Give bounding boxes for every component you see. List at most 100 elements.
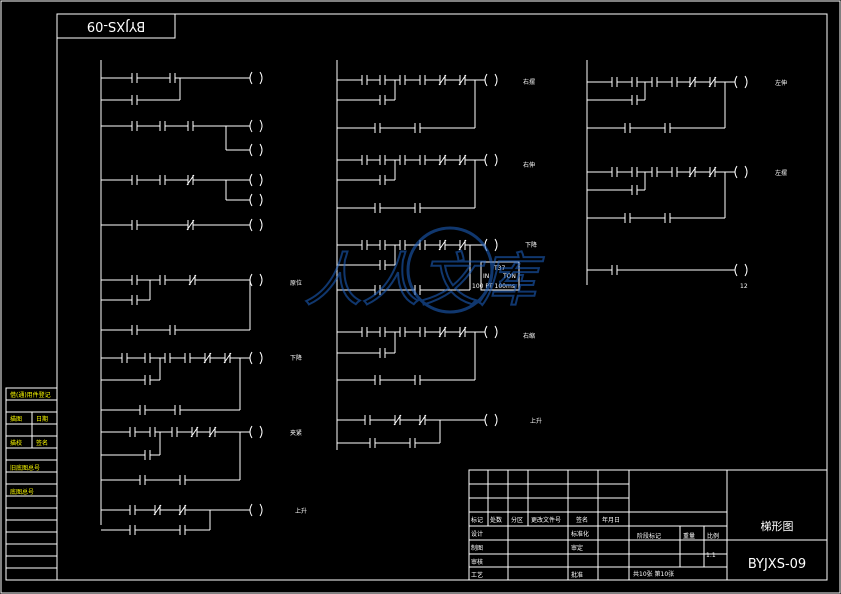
no-contact bbox=[631, 167, 638, 177]
annotation-label: 右摆 bbox=[523, 78, 535, 86]
timer-in: IN bbox=[483, 273, 489, 280]
no-contact bbox=[149, 427, 156, 437]
tb-row: 设计 bbox=[471, 530, 483, 538]
nc-contact bbox=[208, 426, 217, 438]
left-panel-label: 签名 bbox=[36, 439, 48, 447]
nc-contact bbox=[186, 174, 195, 186]
nc-contact bbox=[438, 74, 447, 86]
title-block: 标记 处数 分区 更改文件号 签名 年月日 设计 制图 审核 工艺 标准化 审定… bbox=[468, 469, 828, 581]
no-contact bbox=[139, 405, 146, 415]
no-contact bbox=[129, 525, 136, 535]
watermark-text: 人人文库 bbox=[304, 246, 544, 314]
no-contact bbox=[379, 95, 386, 105]
nc-contact bbox=[708, 166, 717, 178]
nc-contact bbox=[708, 76, 717, 88]
timer-ton: TON bbox=[502, 273, 516, 280]
coil bbox=[249, 71, 263, 85]
coil bbox=[249, 218, 263, 232]
no-contact bbox=[414, 375, 421, 385]
coil bbox=[734, 263, 748, 277]
no-contact bbox=[361, 327, 368, 337]
tb-row: 制图 bbox=[471, 544, 483, 552]
tb-header: 处数 bbox=[490, 516, 502, 524]
no-contact bbox=[131, 275, 138, 285]
no-contact bbox=[144, 375, 151, 385]
tb-header: 标记 bbox=[471, 516, 483, 524]
no-contact bbox=[361, 75, 368, 85]
nc-contact bbox=[458, 326, 467, 338]
no-contact bbox=[364, 415, 371, 425]
nc-contact bbox=[190, 426, 199, 438]
no-contact bbox=[631, 95, 638, 105]
no-contact bbox=[144, 353, 151, 363]
tb-right: 阶段标记 bbox=[637, 532, 661, 540]
nc-contact bbox=[418, 414, 427, 426]
watermark: 人人文库 bbox=[303, 226, 545, 315]
no-contact bbox=[129, 427, 136, 437]
no-contact bbox=[131, 121, 138, 131]
no-contact bbox=[414, 123, 421, 133]
sheet-count: 共10张 第10张 bbox=[633, 570, 674, 578]
annotation-label: 下降 bbox=[290, 354, 302, 362]
tb-row: 工艺 bbox=[471, 571, 483, 579]
tb-mid: 批准 bbox=[571, 571, 583, 579]
no-contact bbox=[624, 123, 631, 133]
no-contact bbox=[611, 77, 618, 87]
nc-contact bbox=[178, 504, 187, 516]
no-contact bbox=[164, 353, 171, 363]
no-contact bbox=[131, 220, 138, 230]
coil bbox=[484, 153, 498, 167]
annotation-label: 上升 bbox=[295, 507, 307, 515]
nc-contact bbox=[393, 414, 402, 426]
tb-mid: 审定 bbox=[571, 544, 583, 552]
no-contact bbox=[369, 438, 376, 448]
left-panel: 借(通)用件登记 描图 日期 描校 签名 旧底图总号 底图总号 bbox=[5, 387, 58, 581]
stamp-box: BYJXS-09 bbox=[56, 13, 176, 39]
left-panel-label: 底图总号 bbox=[10, 488, 34, 496]
no-contact bbox=[671, 77, 678, 87]
annotation-label: 左伸 bbox=[775, 79, 787, 87]
no-contact bbox=[414, 203, 421, 213]
tb-header: 年月日 bbox=[602, 516, 620, 524]
tb-header: 更改文件号 bbox=[531, 516, 561, 524]
no-contact bbox=[419, 155, 426, 165]
no-contact bbox=[169, 325, 176, 335]
no-contact bbox=[159, 275, 166, 285]
tb-header: 分区 bbox=[511, 516, 523, 524]
no-contact bbox=[664, 123, 671, 133]
no-contact bbox=[171, 427, 178, 437]
annotation-label: 右缩 bbox=[523, 332, 535, 340]
no-contact bbox=[159, 121, 166, 131]
ladder-diagram bbox=[101, 71, 748, 535]
no-contact bbox=[399, 155, 406, 165]
no-contact bbox=[131, 73, 138, 83]
nc-contact bbox=[223, 352, 232, 364]
no-contact bbox=[179, 475, 186, 485]
left-panel-label: 旧底图总号 bbox=[10, 464, 40, 472]
scale-value: 1:1 bbox=[706, 552, 716, 559]
tb-header: 签名 bbox=[576, 516, 588, 524]
no-contact bbox=[399, 75, 406, 85]
left-panel-label: 描校 bbox=[10, 439, 22, 447]
no-contact bbox=[159, 175, 166, 185]
coil bbox=[484, 73, 498, 87]
no-contact bbox=[361, 155, 368, 165]
no-contact bbox=[379, 175, 386, 185]
timer-block: T37 IN TON 100 PT 100ms bbox=[472, 261, 520, 291]
coil bbox=[249, 173, 263, 187]
nc-contact bbox=[188, 274, 197, 286]
no-contact bbox=[129, 505, 136, 515]
no-contact bbox=[131, 295, 138, 305]
no-contact bbox=[131, 175, 138, 185]
annotation-label: 夹紧 bbox=[290, 429, 302, 437]
annotation-label: 上升 bbox=[530, 417, 542, 425]
no-contact bbox=[121, 353, 128, 363]
no-contact bbox=[131, 95, 138, 105]
coil bbox=[484, 325, 498, 339]
left-panel-label: 日期 bbox=[36, 415, 48, 423]
no-contact bbox=[671, 167, 678, 177]
nc-contact bbox=[438, 154, 447, 166]
tb-right: 重量 bbox=[683, 532, 695, 540]
drawing-number: BYJXS-09 bbox=[748, 557, 806, 572]
ladder-annotations: 右摆 右伸 下降 右缩 上升 左伸 左摆 原位 下降 夹紧 上升 12 bbox=[290, 78, 787, 515]
